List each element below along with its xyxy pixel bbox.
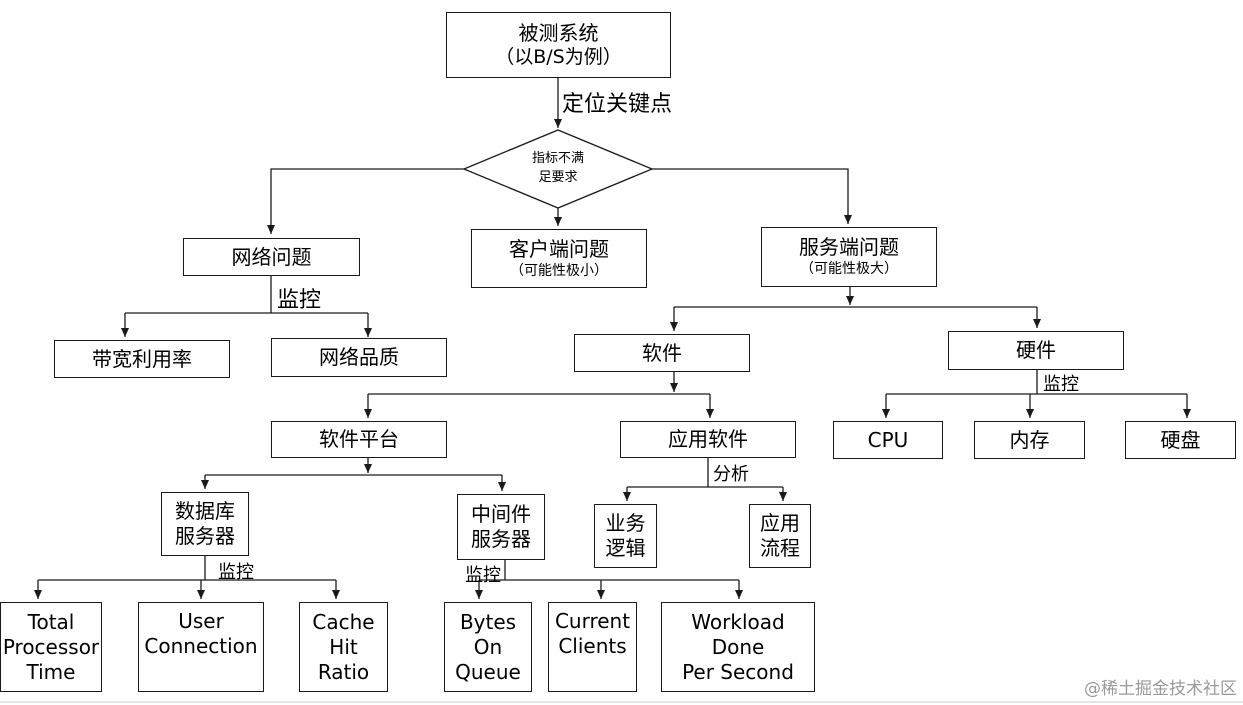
- server-note: （可能性极大）: [800, 261, 898, 278]
- edge-decision-network: [267, 168, 464, 234]
- network-title: 网络问题: [231, 244, 312, 269]
- watermark: @稀土掘金技术社区: [1084, 679, 1237, 699]
- db-server-line1: 数据库: [175, 499, 235, 523]
- mw-metric-0-line3: Queue: [455, 659, 521, 684]
- db-monitor-label: 监控: [218, 562, 254, 583]
- client-note: （可能性极小）: [510, 262, 608, 279]
- app-flow-node: 应用 流程: [749, 504, 811, 568]
- db-metric-2-line3: Ratio: [317, 659, 370, 684]
- client-node: 客户端问题 （可能性极小）: [471, 229, 647, 288]
- memory-node: 内存: [974, 421, 1085, 459]
- bandwidth-title: 带宽利用率: [92, 346, 192, 371]
- mw-metric-0-line1: Bytes: [459, 609, 517, 634]
- bottom-divider: [0, 701, 1243, 703]
- root-node: 被测系统 （以B/S为例）: [446, 12, 671, 78]
- mw-metric-workload: Workload Done Per Second: [661, 602, 815, 692]
- db-metric-0-line1: Total: [27, 609, 75, 634]
- memory-title: 内存: [1009, 427, 1050, 452]
- business-logic-line2: 逻辑: [605, 536, 646, 560]
- cpu-title: CPU: [867, 427, 909, 452]
- software-platform-node: 软件平台: [271, 421, 447, 458]
- mw-metric-current-clients: Current Clients: [548, 602, 637, 692]
- app-flow-line2: 流程: [760, 536, 800, 560]
- mw-metric-0-line2: On: [473, 634, 503, 659]
- root-title: 被测系统: [518, 20, 599, 45]
- business-logic-line1: 业务: [605, 511, 646, 535]
- db-metric-1-line2: Connection: [144, 634, 258, 658]
- mw-metric-1-line1: Current: [554, 609, 631, 633]
- server-title: 服务端问题: [799, 235, 899, 260]
- application-title: 应用软件: [668, 427, 748, 451]
- network-monitor-label: 监控: [277, 288, 322, 313]
- db-metric-cache-hit-ratio: Cache Hit Ratio: [299, 602, 388, 692]
- disk-node: 硬盘: [1125, 421, 1236, 459]
- db-metric-user-connection: User Connection: [138, 602, 264, 692]
- mw-metric-1-line2: Clients: [558, 634, 627, 658]
- decision-line1: 指标不满: [531, 151, 584, 166]
- middleware-line2: 服务器: [471, 527, 531, 551]
- software-platform-title: 软件平台: [319, 427, 399, 451]
- db-metric-2-line1: Cache: [312, 609, 375, 634]
- cpu-node: CPU: [833, 421, 943, 459]
- db-metric-1-line1: User: [178, 609, 224, 633]
- decision-label: 指标不满 足要求: [498, 150, 618, 188]
- network-node: 网络问题: [183, 238, 360, 276]
- bandwidth-node: 带宽利用率: [54, 340, 230, 378]
- db-metric-processor-time: Total Processor Time: [0, 602, 102, 692]
- db-metric-0-line3: Time: [26, 659, 76, 684]
- mw-metric-2-line1: Workload: [691, 609, 785, 634]
- software-title: 软件: [642, 340, 682, 365]
- mw-metric-2-line2: Done: [711, 634, 765, 659]
- hardware-node: 硬件: [948, 331, 1124, 370]
- server-node: 服务端问题 （可能性极大）: [761, 227, 937, 287]
- mw-metric-2-line3: Per Second: [682, 659, 794, 684]
- disk-title: 硬盘: [1160, 427, 1201, 452]
- mw-metric-bytes-on-queue: Bytes On Queue: [444, 602, 532, 692]
- network-quality-node: 网络品质: [271, 338, 447, 377]
- edge-decision-server: [652, 168, 852, 224]
- root-subtitle: （以B/S为例）: [495, 45, 622, 68]
- decision-line2: 足要求: [538, 169, 578, 185]
- client-title: 客户端问题: [509, 236, 609, 261]
- db-metric-0-line2: Processor: [2, 634, 100, 659]
- step-label: 定位关键点: [562, 92, 673, 117]
- application-analysis-label: 分析: [713, 464, 749, 485]
- db-server-line2: 服务器: [175, 524, 235, 548]
- software-node: 软件: [574, 334, 750, 372]
- middleware-node: 中间件 服务器: [457, 494, 545, 560]
- middleware-line1: 中间件: [471, 502, 531, 526]
- db-metric-2-line2: Hit: [329, 634, 358, 659]
- network-quality-title: 网络品质: [319, 345, 399, 369]
- middleware-monitor-label: 监控: [465, 565, 501, 586]
- business-logic-node: 业务 逻辑: [594, 504, 657, 568]
- db-server-node: 数据库 服务器: [161, 492, 249, 556]
- app-flow-line1: 应用: [760, 511, 800, 535]
- application-node: 应用软件: [620, 421, 796, 458]
- hardware-monitor-label: 监控: [1043, 374, 1079, 395]
- hardware-title: 硬件: [1016, 338, 1056, 362]
